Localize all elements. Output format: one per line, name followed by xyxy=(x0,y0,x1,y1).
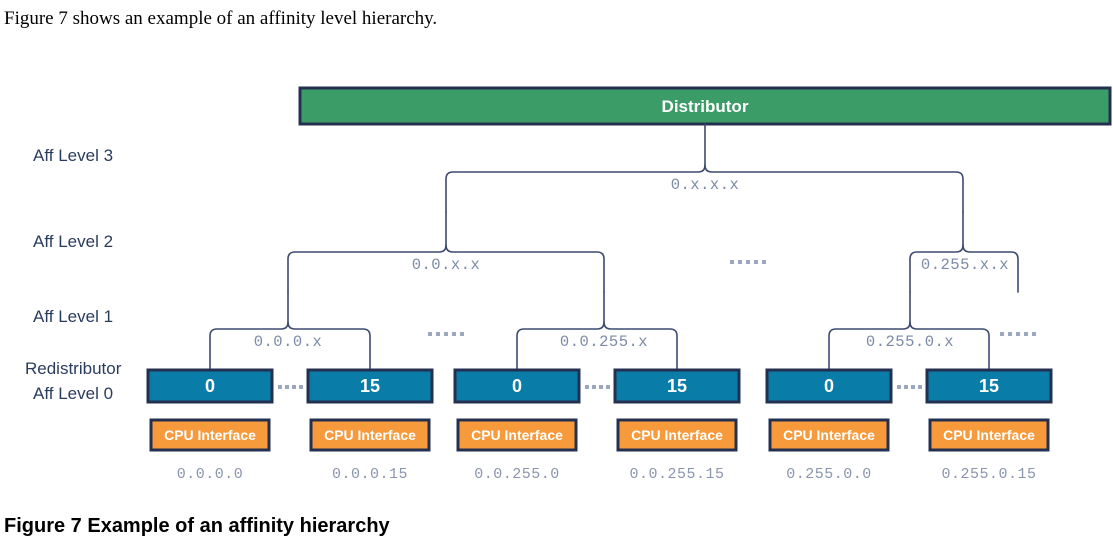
distributor-label: Distributor xyxy=(662,97,749,116)
aff-level-1-label: Aff Level 1 xyxy=(33,307,113,326)
address-label-1: 0.0.0.15 xyxy=(332,466,408,483)
cpu-interface-node-1[interactable]: CPU Interface xyxy=(309,418,431,452)
cpu-interface-label-2: CPU Interface xyxy=(471,427,563,443)
redistributor-node-1[interactable]: 15 xyxy=(306,368,434,404)
redistributor-number-2: 0 xyxy=(512,376,522,396)
address-label-3: 0.0.255.15 xyxy=(629,466,724,483)
redistributor-number-3: 15 xyxy=(667,376,687,396)
brace-level-1-a xyxy=(209,321,371,371)
redistributor-box-3[interactable] xyxy=(613,368,741,404)
address-label-5: 0.255.0.15 xyxy=(941,466,1036,483)
cpu-interface-row: CPU Interface CPU Interface CPU Interfac… xyxy=(149,418,1050,452)
cpu-interface-node-0[interactable]: CPU Interface xyxy=(149,418,271,452)
redistributor-box-2[interactable] xyxy=(453,368,581,404)
distributor-node[interactable]: Distributor xyxy=(298,86,1112,126)
ellipsis-group-level-1-left xyxy=(428,332,464,336)
redistributor-box-0[interactable] xyxy=(146,368,274,404)
branch-label-level-1-a: 0.0.0.x xyxy=(254,333,323,351)
level-label-column: Aff Level 3 Aff Level 2 Aff Level 1 Redi… xyxy=(25,146,122,403)
intro-paragraph: Figure 7 shows an example of an affinity… xyxy=(4,8,438,29)
aff-level-0-label: Aff Level 0 xyxy=(33,384,113,403)
redistributor-box-1[interactable] xyxy=(306,368,434,404)
cpu-interface-box-1[interactable] xyxy=(309,418,431,452)
address-label-0: 0.0.0.0 xyxy=(177,466,244,483)
branch-label-level-3: 0.x.x.x xyxy=(671,176,740,194)
redistributor-number-1: 15 xyxy=(360,376,380,396)
affinity-hierarchy-diagram: Aff Level 3 Aff Level 2 Aff Level 1 Redi… xyxy=(0,60,1113,510)
cpu-interface-label-3: CPU Interface xyxy=(631,427,723,443)
brace-level-1-c xyxy=(828,321,990,371)
redistributor-box-5[interactable] xyxy=(925,368,1053,404)
cpu-interface-node-2[interactable]: CPU Interface xyxy=(456,418,578,452)
cpu-interface-box-5[interactable] xyxy=(928,418,1050,452)
redistributor-label: Redistributor xyxy=(25,359,122,378)
address-label-4: 0.255.0.0 xyxy=(786,466,872,483)
cpu-interface-box-4[interactable] xyxy=(768,418,890,452)
cpu-interface-node-3[interactable]: CPU Interface xyxy=(616,418,738,452)
branch-label-level-2-right: 0.255.x.x xyxy=(921,256,1009,274)
cpu-interface-box-2[interactable] xyxy=(456,418,578,452)
redistributor-node-4[interactable]: 0 xyxy=(765,368,893,404)
cpu-interface-label-5: CPU Interface xyxy=(943,427,1035,443)
ellipsis-group-level-1-right xyxy=(1000,332,1036,336)
redistributor-node-3[interactable]: 15 xyxy=(613,368,741,404)
figure-caption: Figure 7 Example of an affinity hierarch… xyxy=(4,515,390,537)
redistributor-number-0: 0 xyxy=(205,376,215,396)
brace-level-2-left xyxy=(287,244,605,293)
brace-level-1-b xyxy=(516,321,678,371)
branch-label-level-2-left: 0.0.x.x xyxy=(412,256,481,274)
address-label-row: 0.0.0.0 0.0.0.15 0.0.255.0 0.0.255.15 0.… xyxy=(177,466,1036,483)
ellipsis-group-row-a xyxy=(278,385,303,389)
cpu-interface-label-4: CPU Interface xyxy=(783,427,875,443)
redistributor-box-4[interactable] xyxy=(765,368,893,404)
cpu-interface-box-3[interactable] xyxy=(616,418,738,452)
cpu-interface-label-0: CPU Interface xyxy=(164,427,256,443)
branch-label-level-1-c: 0.255.0.x xyxy=(866,333,954,351)
aff-level-3-label: Aff Level 3 xyxy=(33,146,113,165)
brace-level-2-right xyxy=(909,244,1019,293)
branch-label-level-1-b: 0.0.255.x xyxy=(560,333,648,351)
ellipsis-group-level-2-middle xyxy=(730,260,766,264)
aff-level-2-label: Aff Level 2 xyxy=(33,232,113,251)
redistributor-node-2[interactable]: 0 xyxy=(453,368,581,404)
redistributor-row: 0 15 0 15 0 15 xyxy=(146,368,1053,404)
ellipsis-group-row-c xyxy=(897,385,922,389)
redistributor-number-5: 15 xyxy=(979,376,999,396)
redistributor-node-5[interactable]: 15 xyxy=(925,368,1053,404)
cpu-interface-node-5[interactable]: CPU Interface xyxy=(928,418,1050,452)
cpu-interface-label-1: CPU Interface xyxy=(324,427,416,443)
redistributor-number-4: 0 xyxy=(824,376,834,396)
ellipsis-group-row-b xyxy=(585,385,610,389)
brace-level-3 xyxy=(445,164,964,213)
cpu-interface-node-4[interactable]: CPU Interface xyxy=(768,418,890,452)
cpu-interface-box-0[interactable] xyxy=(149,418,271,452)
redistributor-node-0[interactable]: 0 xyxy=(146,368,274,404)
address-label-2: 0.0.255.0 xyxy=(474,466,560,483)
